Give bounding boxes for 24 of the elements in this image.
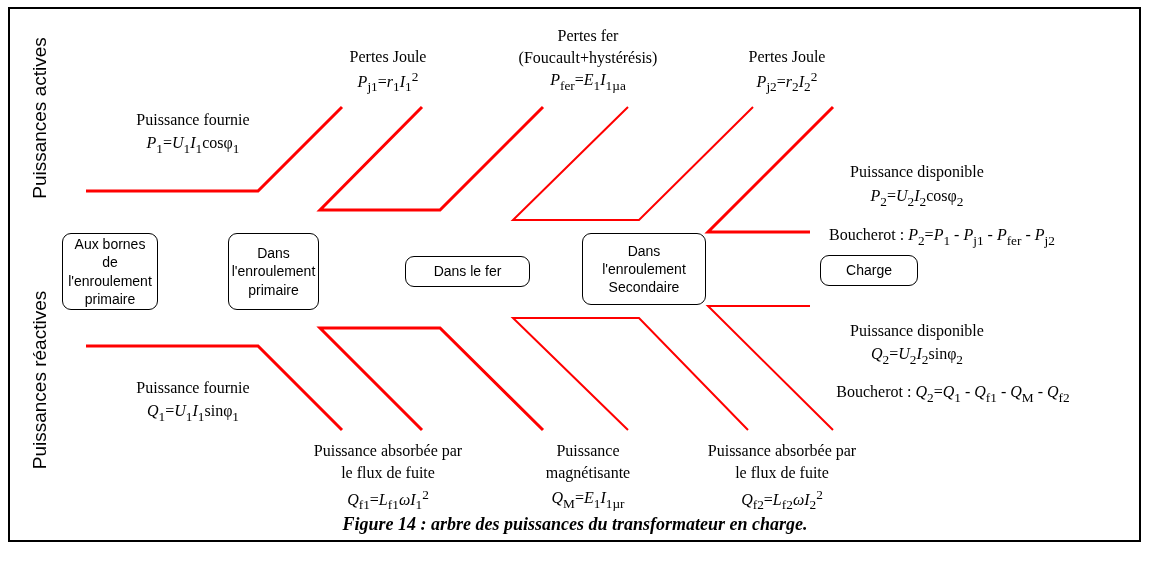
stage-box: Dans l'enroulement primaire (228, 233, 319, 310)
axis-title: Puissances réactives (28, 290, 52, 470)
power-label: Puissance disponible (850, 162, 984, 183)
loss-label: Puissance magnétisante (544, 441, 632, 484)
formula: Q$_{2}$=U$_{2}$I$_{2}$sinφ$_{2}$ (870, 344, 964, 369)
stage-box: Charge (820, 255, 918, 286)
formula: P$_{1}$=U$_{1}$I$_{1}$cosφ$_{1}$ (146, 133, 240, 158)
formula: Q$_{1}$=U$_{1}$I$_{1}$sinφ$_{1}$ (146, 401, 240, 426)
formula: P$_{fer}$=E$_{1}$I$_{1µa}$ (550, 70, 626, 95)
power-label: Puissance fournie (136, 378, 250, 399)
stage-box: Dans l'enroulement Secondaire (582, 233, 706, 305)
axis-title: Puissances actives (28, 37, 52, 199)
stage-box: Dans le fer (405, 256, 530, 287)
formula: Q$_{M}$=E$_{1}$I$_{1µr}$ (551, 488, 625, 513)
balance-equation: Boucherot : Q$_{2}$=Q$_{1}$ - Q$_{f1}$ - Q$_{M}$ - Q$_{f2}$ (836, 382, 1070, 407)
power-label: Puissance disponible (850, 321, 984, 342)
loss-label: Pertes Joule (349, 47, 427, 68)
stage-box: Aux bornes de l'enroulement primaire (62, 233, 158, 310)
loss-label: Pertes Joule (748, 47, 826, 68)
balance-equation: Boucherot : P$_{2}$=P$_{1}$ - P$_{j1}$ - P$_{fer}$ - P$_{j2}$ (829, 225, 1055, 250)
power-label: Puissance fournie (136, 110, 250, 131)
loss-label: Pertes fer (Foucault+hystérésis) (517, 26, 659, 69)
figure-caption: Figure 14 : arbre des puissances du transformateur en charge. (341, 514, 809, 535)
formula: P$_{2}$=U$_{2}$I$_{2}$cosφ$_{2}$ (870, 186, 964, 211)
